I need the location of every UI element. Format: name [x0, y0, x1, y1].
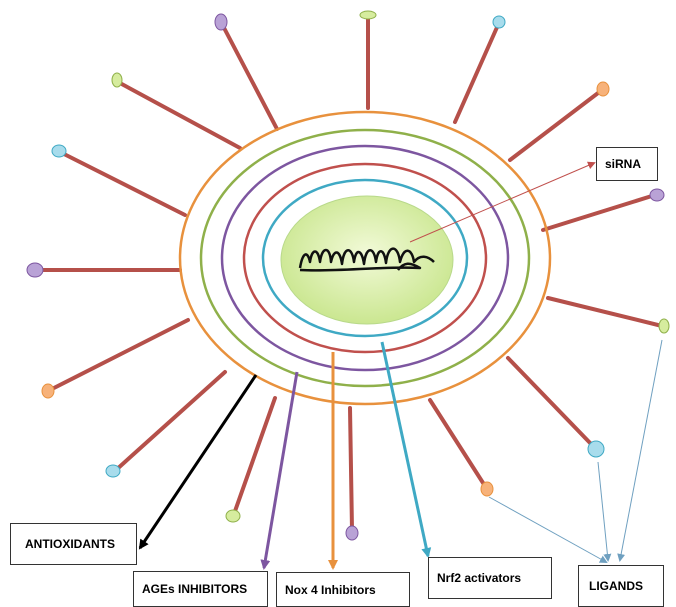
- ligand-cap: [492, 15, 506, 29]
- ligand-cap: [51, 144, 67, 158]
- spike: [58, 150, 187, 217]
- spike: [116, 80, 242, 150]
- spike: [428, 398, 487, 488]
- ligand-cap: [111, 72, 123, 88]
- arrow-ligands-2: [597, 461, 612, 562]
- spike: [508, 88, 604, 162]
- ligand-cap: [225, 509, 241, 523]
- spike: [220, 22, 279, 131]
- sirna-strand-icon: [298, 247, 435, 272]
- spike-end-caps: [26, 10, 670, 541]
- layer-orange: [178, 110, 552, 406]
- nox4-inhibitors-label: Nox 4 Inhibitors: [276, 572, 410, 607]
- ligand-cap: [214, 13, 228, 31]
- ligand-cap: [649, 188, 665, 202]
- ligand-cap: [480, 481, 494, 497]
- ligand-cap: [587, 440, 605, 458]
- ligands-label: LIGANDS: [578, 565, 664, 607]
- spike: [48, 318, 190, 392]
- arrows: [138, 161, 663, 570]
- spike: [541, 193, 657, 232]
- spike: [506, 356, 595, 448]
- spike: [546, 296, 664, 328]
- arrow-ligands-3: [617, 339, 663, 562]
- ligand-cap: [26, 262, 44, 278]
- spike: [232, 396, 277, 516]
- ligand-cap: [359, 10, 377, 20]
- layer-red: [242, 162, 488, 354]
- nanoparticle-layers: [178, 110, 552, 406]
- spike: [453, 23, 500, 124]
- sirna-label: siRNA: [596, 147, 658, 181]
- ligand-cap: [596, 81, 610, 97]
- arrow-ligands-1: [488, 496, 608, 563]
- ligand-cap: [658, 318, 670, 334]
- layer-green: [199, 128, 531, 388]
- arrow-antioxidants: [138, 374, 258, 550]
- core: [280, 195, 454, 325]
- spike: [348, 406, 354, 532]
- ligand-cap: [105, 464, 121, 478]
- layer-teal: [261, 178, 469, 338]
- ages-inhibitors-label: AGEs INHIBITORS: [133, 571, 268, 607]
- antioxidants-label: ANTIOXIDANTS: [10, 523, 137, 565]
- arrow-ages-inhibitors: [260, 371, 299, 570]
- ligand-cap: [345, 525, 359, 541]
- surface-ligand-spikes: [34, 15, 664, 532]
- nrf2-activators-label: Nrf2 activators: [428, 557, 552, 599]
- ligand-cap: [41, 383, 55, 399]
- arrow-nrf2-activators: [380, 341, 432, 558]
- spike: [114, 370, 227, 472]
- arrow-sirna: [409, 161, 596, 243]
- layer-purple: [220, 144, 510, 372]
